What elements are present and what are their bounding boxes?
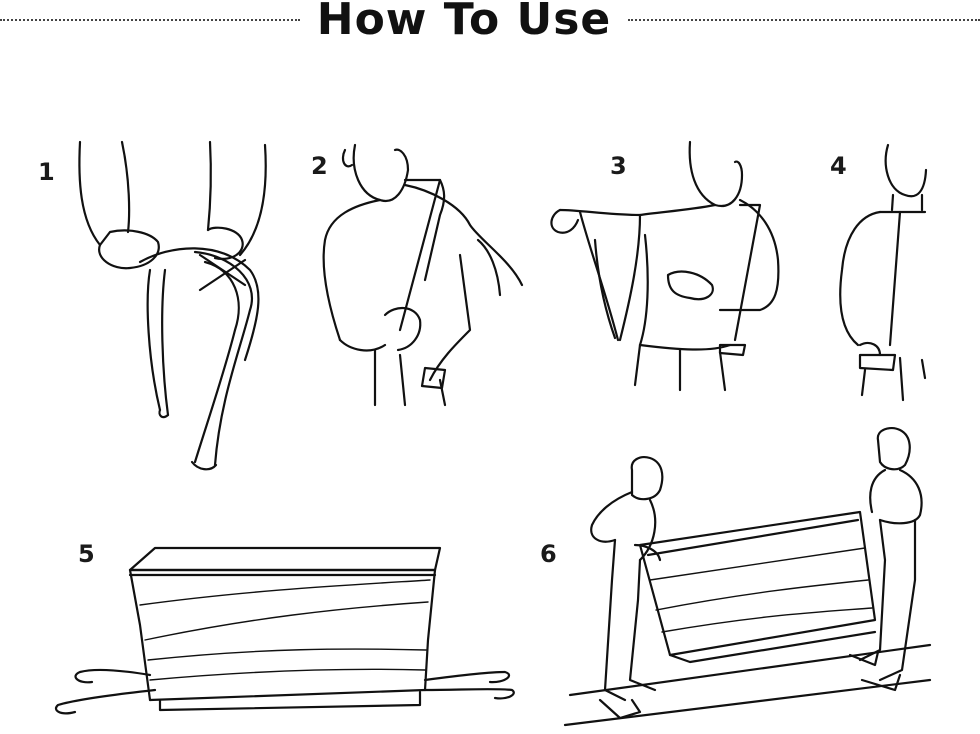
strap-loop-illustration bbox=[78, 140, 267, 471]
step-5-number: 5 bbox=[78, 540, 95, 568]
step-2-number: 2 bbox=[311, 152, 328, 180]
shoulder-strap-illustration bbox=[322, 143, 524, 407]
two-people-lifting-illustration bbox=[563, 426, 932, 727]
page-header: How To Use bbox=[0, 0, 980, 50]
step-6-number: 6 bbox=[540, 540, 557, 568]
header-rule-left bbox=[0, 19, 300, 21]
step-4-number: 4 bbox=[830, 152, 847, 180]
page-title: How To Use bbox=[316, 0, 612, 45]
header-rule-right bbox=[628, 19, 980, 21]
adjust-strap-illustration bbox=[550, 140, 780, 392]
dresser-straps-illustration bbox=[54, 546, 515, 715]
step-1-number: 1 bbox=[38, 158, 55, 186]
back-strap-illustration bbox=[839, 143, 928, 402]
step-3-number: 3 bbox=[610, 152, 627, 180]
